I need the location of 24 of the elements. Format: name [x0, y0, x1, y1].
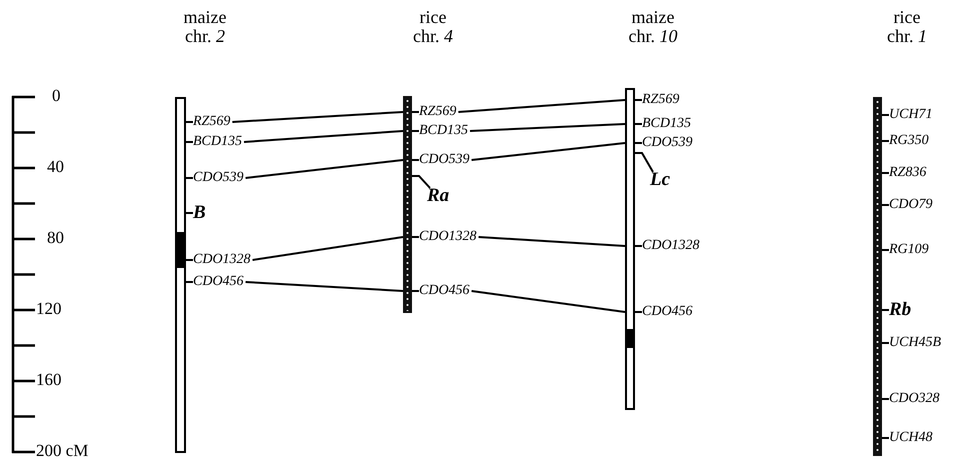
- chromosome-heading: rice chr. 1: [886, 8, 928, 46]
- scale-label: 160: [36, 371, 62, 389]
- homology-line: [246, 281, 404, 292]
- chromosome-heading: rice chr. 4: [412, 8, 454, 46]
- homology-line: [244, 130, 404, 143]
- gene-label: Ra: [427, 185, 450, 207]
- scale-label: 0: [52, 87, 60, 105]
- homology-line: [245, 159, 404, 179]
- homology-line: [471, 142, 626, 161]
- chromosome-heading: maize chr. 10: [628, 8, 678, 46]
- leader-line: [635, 152, 654, 172]
- leader-line: [412, 175, 431, 189]
- scale-label: 80: [47, 229, 64, 247]
- scale-label: 200 cM: [36, 442, 88, 460]
- gene-label: Lc: [650, 169, 670, 191]
- homology-line: [471, 290, 626, 313]
- homology-line: [470, 123, 626, 132]
- scale-label: 120: [36, 300, 62, 318]
- homology-line: [458, 99, 626, 113]
- homology-line: [252, 236, 404, 261]
- scale-label: 40: [47, 158, 64, 176]
- homology-line: [232, 111, 404, 123]
- homology-line: [478, 236, 626, 247]
- chromosome-heading: maize chr. 2: [182, 8, 228, 46]
